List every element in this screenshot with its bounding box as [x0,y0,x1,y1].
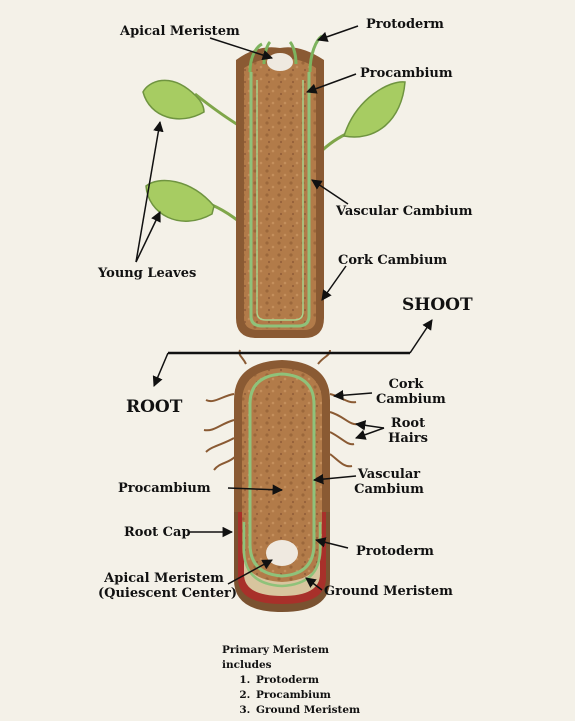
label-vascular-cambium-root-line1: Vascular [357,467,421,482]
label-procambium-root: Procambium [118,481,211,496]
label-apical-meristem-root: Apical Meristem (Quiescent Center) [98,571,237,601]
root-apical-meristem [266,540,298,566]
label-root-hairs: Root Hairs [388,416,428,446]
root-ground-tissue [242,368,322,582]
label-cork-cambium-root: Cork Cambium [376,377,446,407]
caption-item: Procambium [254,688,370,703]
label-cork-cambium-top: Cork Cambium [338,253,448,268]
label-vascular-cambium-root-line2: Cambium [354,482,424,497]
label-cork-cambium-root-line1: Cork [388,377,424,392]
label-vascular-cambium-root: Vascular Cambium [354,467,424,497]
label-apical-meristem-top: Apical Meristem [120,24,240,39]
root-hairs [203,349,359,471]
caption-item: Ground Meristem [254,703,370,718]
label-procambium-top: Procambium [360,66,453,81]
label-root-hairs-line1: Root [390,416,426,431]
label-root-hairs-line2: Hairs [388,431,428,446]
label-ground-meristem: Ground Meristem [324,584,453,599]
caption: Primary Meristem includes Protoderm Proc… [200,643,370,718]
label-root-cap: Root Cap [124,525,191,540]
shoot-apical-meristem [267,53,293,71]
label-root: ROOT [126,397,183,417]
leader-lines [135,25,433,591]
label-young-leaves: Young Leaves [98,266,197,281]
shoot-vascular-cambium [249,72,311,328]
label-shoot: SHOOT [402,295,473,315]
root-vascular-cambium [248,372,316,578]
label-apical-meristem-root-line1: Apical Meristem [104,571,224,586]
label-cork-cambium-root-line2: Cambium [376,392,446,407]
root-drawing [203,349,359,612]
label-protoderm-root: Protoderm [356,544,434,559]
caption-list: Protoderm Procambium Ground Meristem [200,673,370,718]
shoot-drawing [142,34,406,338]
label-protoderm-top: Protoderm [366,17,444,32]
shoot-procambium-strand [256,80,304,321]
caption-item: Protoderm [254,673,370,688]
shoot-ground-tissue [244,59,316,330]
caption-title: Primary Meristem includes [222,644,329,671]
root-protoderm [242,522,322,588]
young-leaf-right [310,81,406,162]
label-apical-meristem-root-line2: (Quiescent Center) [98,586,237,601]
label-vascular-cambium-top: Vascular Cambium [336,204,473,219]
